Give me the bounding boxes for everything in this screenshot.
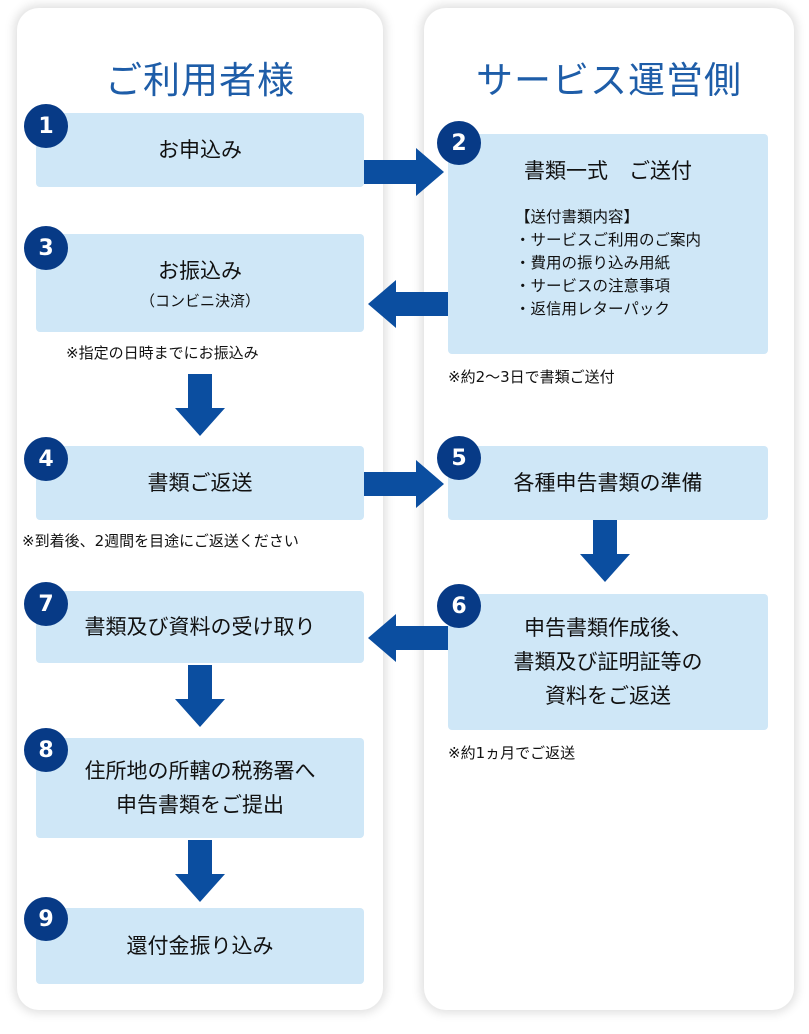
- step-7-label: 書類及び資料の受け取り: [84, 615, 316, 639]
- step-8-badge: 8: [24, 728, 68, 772]
- step-3-sublabel: （コンビニ決済）: [139, 292, 260, 310]
- step-8-line-2: 申告書類をご提出: [116, 793, 284, 817]
- step-4-box: 書類ご返送: [36, 446, 364, 520]
- user-column-title: ご利用者様: [105, 59, 295, 102]
- step-6-line-3: 資料をご返送: [545, 684, 671, 708]
- step-1-label: お申込み: [158, 138, 242, 162]
- step-4-badge: 4: [24, 437, 68, 481]
- service-column-title: サービス運営側: [476, 59, 742, 102]
- step-2-contents-heading: 【送付書類内容】: [514, 208, 639, 226]
- step-5-badge: 5: [437, 436, 481, 480]
- step-1-box: お申込み: [36, 113, 364, 187]
- step-9-box: 還付金振り込み: [36, 908, 364, 984]
- step-7-badge: 7: [24, 582, 68, 626]
- step-8-box: 住所地の所轄の税務署へ 申告書類をご提出: [36, 738, 364, 838]
- arrow-right-icon: [364, 148, 444, 196]
- arrow-right-icon: [364, 460, 444, 508]
- step-1-badge: 1: [24, 104, 68, 148]
- step-2-box: 書類一式 ご送付 【送付書類内容】 ・サービスご利用のご案内 ・費用の振り込み用…: [448, 134, 768, 354]
- arrow-down-icon: [175, 374, 225, 436]
- arrow-down-icon: [175, 840, 225, 902]
- step-2-label: 書類一式 ご送付: [524, 159, 692, 183]
- arrow-down-icon: [580, 520, 630, 582]
- step-6-note: ※約1ヵ月でご返送: [448, 744, 576, 762]
- step-6-line-2: 書類及び証明証等の: [513, 650, 703, 674]
- step-6-badge: 6: [437, 584, 481, 628]
- step-2-contents-list: ・サービスご利用のご案内 ・費用の振り込み用紙 ・サービスの注意事項 ・返信用レ…: [515, 229, 701, 321]
- step-9-badge: 9: [24, 897, 68, 941]
- step-8-line-1: 住所地の所轄の税務署へ: [84, 759, 316, 783]
- list-item: ・返信用レターパック: [514, 300, 670, 318]
- step-6-line-1: 申告書類作成後、: [524, 616, 692, 640]
- step-3-badge: 3: [24, 226, 68, 270]
- step-2-contents: 【送付書類内容】 ・サービスご利用のご案内 ・費用の振り込み用紙 ・サービスの注…: [515, 206, 701, 321]
- step-4-label: 書類ご返送: [147, 471, 253, 495]
- step-3-label: お振込み: [158, 259, 242, 283]
- arrow-down-icon: [175, 665, 225, 727]
- step-2-note: ※約2～3日で書類ご送付: [448, 368, 615, 386]
- step-3-box: お振込み （コンビニ決済）: [36, 234, 364, 332]
- step-6-box: 申告書類作成後、 書類及び証明証等の 資料をご返送: [448, 594, 768, 730]
- step-2-badge: 2: [437, 121, 481, 165]
- step-3-note: ※指定の日時までにお振込み: [66, 344, 259, 362]
- list-item: ・サービスの注意事項: [514, 277, 670, 295]
- arrow-left-icon: [368, 280, 448, 328]
- step-5-label: 各種申告書類の準備: [513, 471, 703, 495]
- arrow-left-icon: [368, 614, 448, 662]
- step-4-note: ※到着後、2週間を目途にご返送ください: [22, 532, 299, 550]
- step-7-box: 書類及び資料の受け取り: [36, 591, 364, 663]
- step-9-label: 還付金振り込み: [126, 934, 274, 958]
- list-item: ・サービスご利用のご案内: [514, 231, 701, 249]
- list-item: ・費用の振り込み用紙: [514, 254, 670, 272]
- step-5-box: 各種申告書類の準備: [448, 446, 768, 520]
